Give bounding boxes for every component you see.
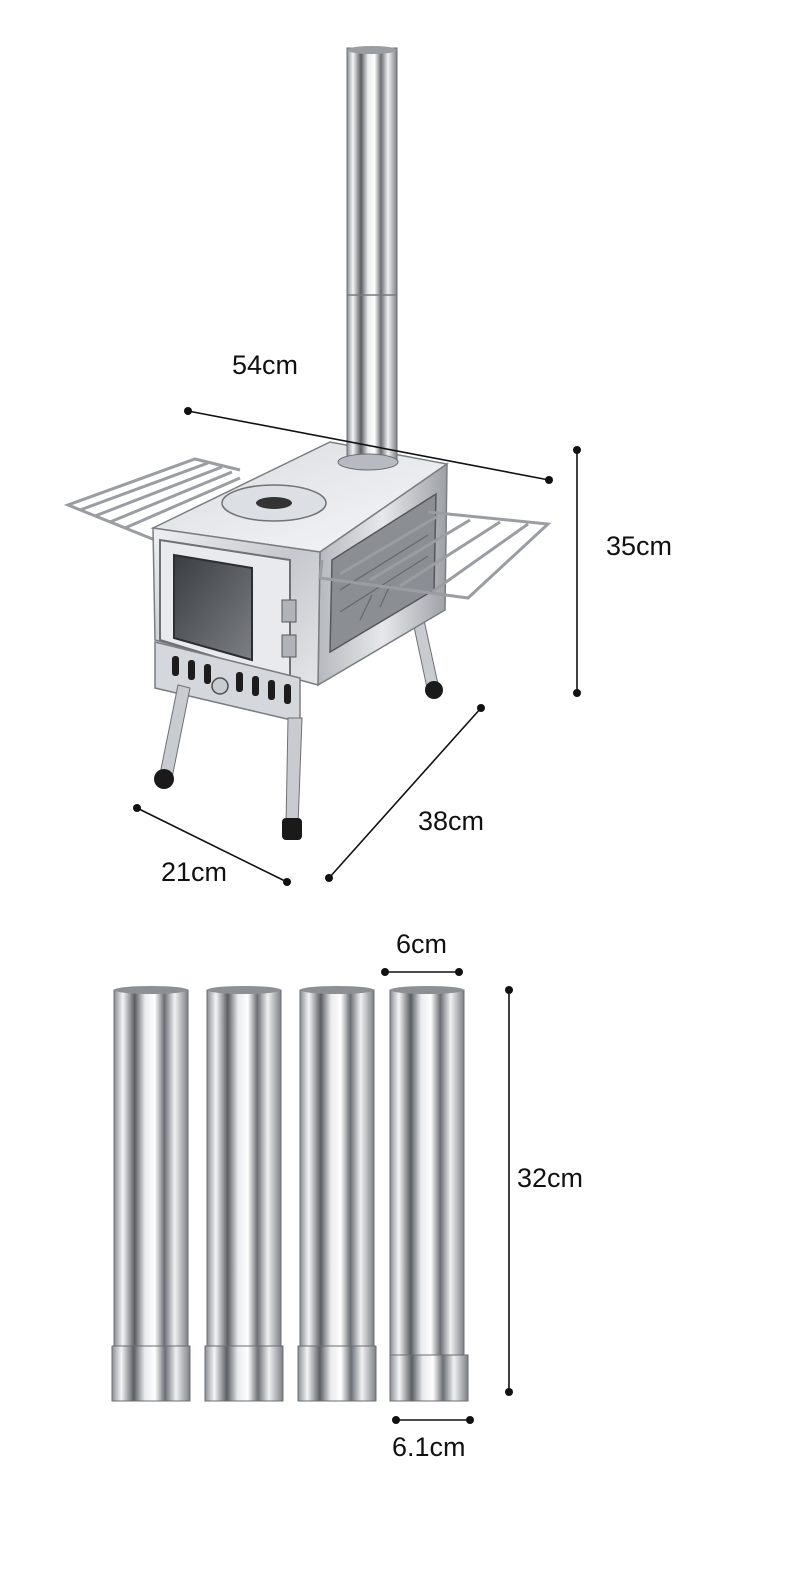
pipe-section: [389, 986, 469, 1402]
dimension-line-height: [573, 446, 581, 697]
rubber-foot: [154, 769, 174, 789]
stove-leg-back-right: [412, 619, 443, 699]
air-vent-slots: [172, 656, 291, 704]
rubber-foot: [425, 681, 443, 699]
pipe-end-diameter-label: 6.1cm: [392, 1432, 466, 1462]
dimension-line-width: [133, 804, 291, 886]
pipe-section: [297, 986, 377, 1402]
dimension-line-length: [184, 407, 553, 484]
dimension-lines: [133, 407, 581, 886]
rubber-foot: [282, 818, 302, 840]
dimension-line-depth: [325, 704, 485, 882]
chimney-collar: [337, 453, 399, 471]
pipe-dimension-lines: [381, 968, 513, 1424]
pipe-section: [111, 986, 191, 1402]
side-shelf-left: [63, 457, 241, 542]
chimney-top: [347, 46, 397, 54]
door-hinge: [281, 599, 297, 623]
pipe-diameter-label: 6cm: [396, 929, 448, 959]
dimension-line-pipe-diameter: [381, 968, 463, 976]
pipe-section: [204, 986, 284, 1402]
chimney-pipe: [346, 47, 398, 464]
stove-illustration: [63, 46, 552, 840]
height-label: 35cm: [606, 531, 673, 561]
door-hinge: [281, 634, 297, 658]
side-shelf-right: [318, 510, 552, 600]
lid-handle: [256, 497, 292, 509]
depth-label: 38cm: [418, 806, 485, 836]
dimension-line-pipe-end-diameter: [392, 1416, 474, 1424]
vent-knob: [211, 677, 229, 695]
stove-leg-front-left: [154, 684, 191, 789]
pipe-sections: [111, 986, 469, 1402]
length-label: 54cm: [232, 350, 299, 380]
pipe-length-label: 32cm: [517, 1163, 584, 1193]
dimension-line-pipe-length: [505, 986, 513, 1396]
stove-leg-front-right: [282, 717, 303, 840]
door-glass-window: [173, 553, 253, 662]
width-label: 21cm: [161, 857, 228, 887]
